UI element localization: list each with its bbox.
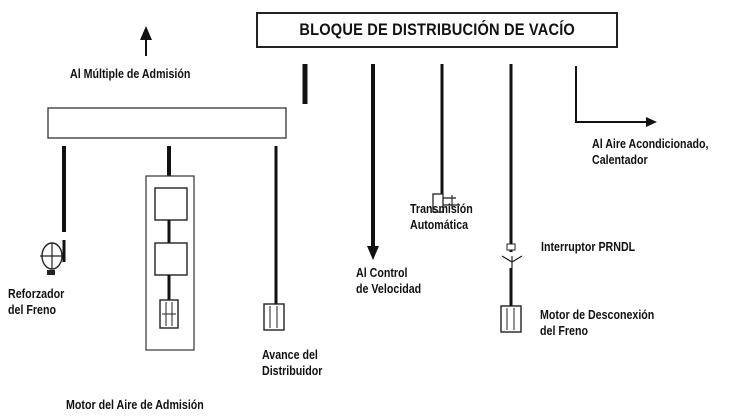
- label-intake-manifold: Al Múltiple de Admisión: [70, 66, 191, 81]
- label-air-intake-motor: Motor del Aire de Admisión: [66, 397, 204, 412]
- label-distributor-advance: Avance del Distribuidor: [262, 347, 323, 378]
- air-intake-motor-actuator: [159, 299, 179, 329]
- label-ac-heater: Al Aire Acondicionado, Calentador: [592, 136, 709, 167]
- label-prndl-switch: Interruptor PRNDL: [541, 239, 636, 254]
- label-brake-disconnect-motor: Motor de Desconexión del Freno: [540, 307, 655, 338]
- ac-heater-arrow-head: [646, 117, 657, 127]
- intake-arrow-head: [140, 26, 152, 40]
- vacuum-block-title-box: BLOQUE DE DISTRIBUCIÓN DE VACÍO: [256, 12, 618, 48]
- distributor-advance-device: [263, 303, 285, 331]
- label-transmission: Transmisión Automática: [410, 201, 473, 232]
- vacuum-block-title: BLOQUE DE DISTRIBUCIÓN DE VACÍO: [299, 20, 575, 39]
- label-speed-control: Al Control de Velocidad: [356, 265, 422, 296]
- hose-ac-heater: [575, 66, 648, 123]
- prndl-switch: [501, 243, 523, 268]
- transmission-valve: [432, 193, 460, 213]
- intake-manifold-bar: [47, 107, 287, 139]
- air-intake-motor-upper-chamber: [154, 187, 188, 221]
- speed-control-arrow-head: [367, 246, 379, 260]
- air-intake-motor-lower-chamber: [154, 242, 188, 276]
- label-brake-booster: Reforzador del Freno: [8, 286, 65, 317]
- brake-disconnect-motor-device: [500, 305, 522, 333]
- brake-booster-device: [40, 240, 66, 275]
